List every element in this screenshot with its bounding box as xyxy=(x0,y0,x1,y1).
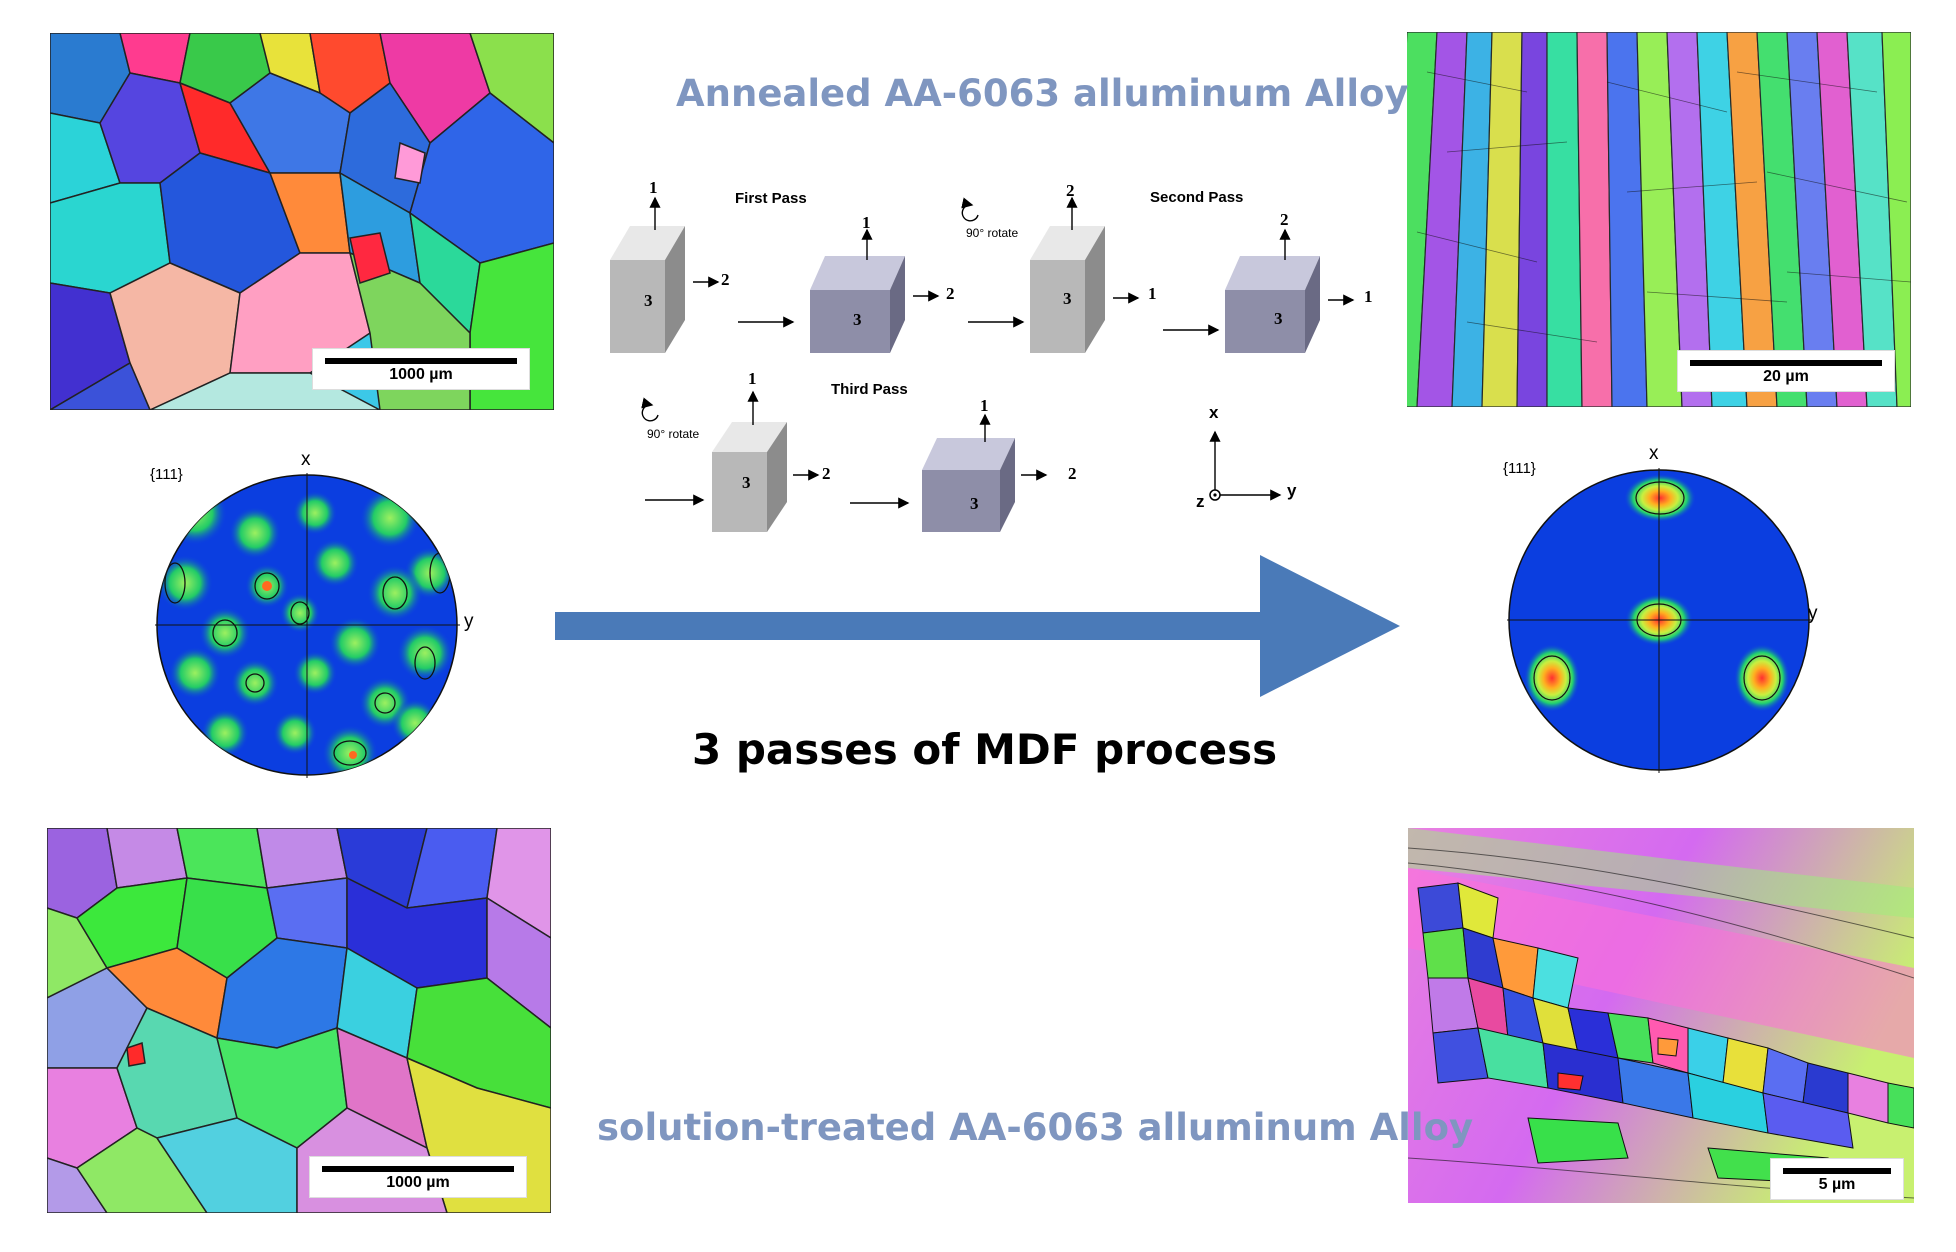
scale-bar: 1000 µm xyxy=(309,1156,527,1198)
direction-label: 2 xyxy=(946,284,955,303)
ebsd-map-mdf-bottom: 5 µm xyxy=(1408,828,1914,1203)
block-first-pass-after xyxy=(810,256,905,353)
pole-figure-label: {111} xyxy=(150,466,183,483)
direction-label: 3 xyxy=(644,291,653,310)
rotate-label: 90° rotate xyxy=(966,226,1019,240)
direction-label: 1 xyxy=(1364,287,1373,306)
block-third-pass-after xyxy=(922,438,1015,532)
scale-bar: 1000 µm xyxy=(312,348,530,390)
block-third-pass-before xyxy=(712,422,787,532)
coord-y-label: y xyxy=(1287,481,1297,500)
rotate-label: 90° rotate xyxy=(647,427,700,441)
pole-figure-x-axis: x xyxy=(1649,443,1659,464)
scale-bar-label: 1000 µm xyxy=(389,366,453,383)
direction-label: 1 xyxy=(649,178,658,197)
ebsd-map-annealed: 1000 µm xyxy=(50,33,554,410)
mdf-diagram xyxy=(610,196,1355,532)
ebsd-map-solution: 1000 µm xyxy=(47,828,551,1213)
scale-bar: 5 µm xyxy=(1770,1158,1904,1200)
direction-label: 2 xyxy=(1068,464,1077,483)
scale-bar: 20 µm xyxy=(1677,350,1895,392)
scale-bar-label: 1000 µm xyxy=(386,1174,450,1191)
title-annealed: Annealed AA-6063 alluminum Alloy xyxy=(676,72,1409,115)
block-second-pass-before xyxy=(1030,226,1105,353)
process-label: 3 passes of MDF process xyxy=(692,725,1278,774)
direction-label: 2 xyxy=(1066,181,1075,200)
direction-label: 1 xyxy=(862,213,871,232)
direction-label: 3 xyxy=(1063,289,1072,308)
direction-label: 1 xyxy=(1148,284,1157,303)
first-pass-label: First Pass xyxy=(735,190,807,207)
scale-bar-label: 5 µm xyxy=(1818,1176,1856,1193)
coord-x-label: x xyxy=(1209,403,1219,422)
direction-label: 1 xyxy=(748,369,757,388)
direction-label: 3 xyxy=(1274,309,1283,328)
title-solution-treated: solution-treated AA-6063 alluminum Alloy xyxy=(597,1106,1474,1149)
ebsd-map-mdf-top: 20 µm xyxy=(1407,32,1911,407)
scale-bar-label: 20 µm xyxy=(1763,368,1809,385)
direction-label: 2 xyxy=(1280,210,1289,229)
coord-z-label: z xyxy=(1196,492,1205,511)
direction-label: 2 xyxy=(721,270,730,289)
block-first-pass-before xyxy=(610,226,685,353)
direction-label: 1 xyxy=(980,396,989,415)
second-pass-label: Second Pass xyxy=(1150,189,1244,206)
third-pass-label: Third Pass xyxy=(831,381,908,398)
direction-label: 3 xyxy=(853,310,862,329)
pole-figure-x-axis: x xyxy=(301,449,311,470)
block-second-pass-after xyxy=(1225,256,1320,353)
pole-figure-annealed xyxy=(155,473,460,778)
pole-figure-label: {111} xyxy=(1503,460,1536,477)
direction-label: 3 xyxy=(970,494,979,513)
process-arrow xyxy=(555,555,1400,697)
pole-figure-y-axis: y xyxy=(464,611,474,632)
direction-label: 2 xyxy=(822,464,831,483)
pole-figure-y-axis: y xyxy=(1808,603,1818,624)
direction-label: 3 xyxy=(742,473,751,492)
pole-figure-mdf xyxy=(1507,468,1812,773)
